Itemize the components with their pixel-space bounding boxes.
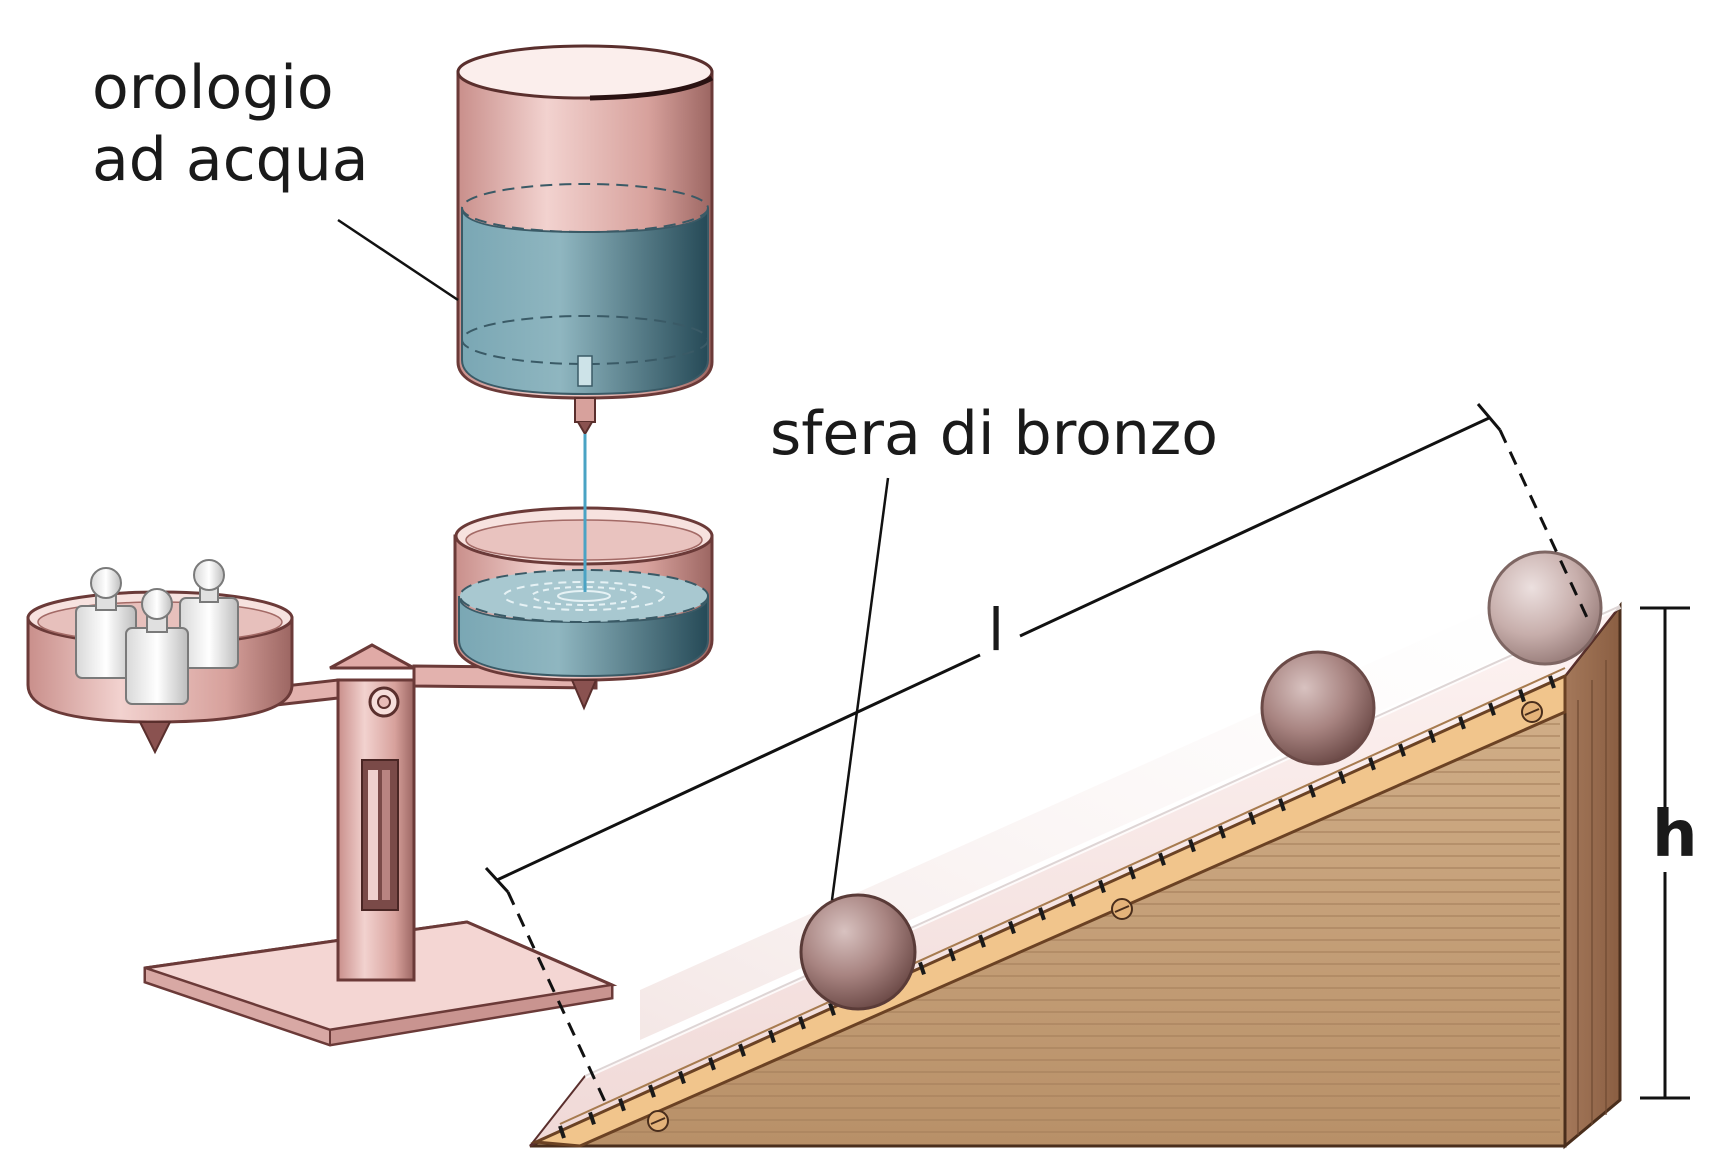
bronze-sphere-bottom [799, 893, 917, 1011]
ruler-tick [1248, 811, 1256, 825]
ruler-screw-2 [1111, 898, 1133, 920]
length-label: l [988, 596, 1005, 664]
ruler-tick [1008, 920, 1016, 935]
ruler-tick [1068, 893, 1076, 907]
ruler-tick [1218, 825, 1226, 839]
ruler-tick [1098, 879, 1106, 894]
ruler-tick [1308, 784, 1316, 798]
bronze-sphere-top [1487, 550, 1603, 666]
ruler-tick [678, 1070, 686, 1085]
ruler-tick [648, 1084, 656, 1098]
sphere-leader-line [830, 477, 890, 901]
ruler-tick [618, 1098, 626, 1112]
weight-front [125, 588, 189, 705]
ruler-tick [948, 948, 956, 962]
ruler-tick [1428, 729, 1436, 744]
water-clock-label-line2: ad acqua [92, 125, 369, 195]
scale-pillar [329, 643, 416, 982]
balance-scale [26, 506, 714, 1047]
scale-base [143, 920, 618, 1047]
ruler-tick [1188, 839, 1196, 853]
water-clock [456, 44, 714, 436]
ruler-tick [738, 1043, 746, 1057]
height-dimension [1640, 606, 1690, 1100]
ruler-tick [918, 961, 926, 975]
water-clock-label-line1: orologio [92, 53, 334, 123]
ruler-tick [1278, 798, 1286, 812]
collecting-vessel [453, 506, 714, 711]
ruler-tick [1458, 716, 1466, 730]
ruler-tick [1338, 770, 1346, 785]
height-label: h [1652, 798, 1698, 872]
ruler-tick [1518, 689, 1526, 703]
weight-left [75, 567, 137, 679]
ruler-tick [588, 1111, 596, 1125]
ruler-tick [1368, 757, 1376, 771]
ruler-tick [798, 1016, 806, 1030]
ruler-screw-1 [647, 1110, 669, 1132]
ruler-tick [1398, 743, 1406, 757]
bronze-sphere-label: sfera di bronzo [770, 399, 1219, 469]
ruler-tick [558, 1125, 566, 1139]
ruler-tick [1488, 702, 1496, 716]
ruler-tick [1158, 852, 1166, 866]
length-dimension [484, 403, 1592, 1107]
clock-leader-line [337, 218, 459, 302]
ruler-screw-3 [1521, 701, 1543, 723]
ruler-tick [978, 934, 986, 948]
weights [75, 559, 239, 705]
ruler-tick [1038, 907, 1046, 921]
ruler-tick [1548, 675, 1556, 689]
ruler-tick [828, 1002, 836, 1016]
ruler-tick [1128, 866, 1136, 880]
weight-back [179, 559, 239, 669]
bronze-sphere-middle [1260, 650, 1376, 766]
ruler-tick [708, 1057, 716, 1071]
ruler [530, 667, 1567, 1148]
ruler-tick [768, 1029, 776, 1044]
water-clock-label: orologio ad acqua [92, 52, 369, 196]
